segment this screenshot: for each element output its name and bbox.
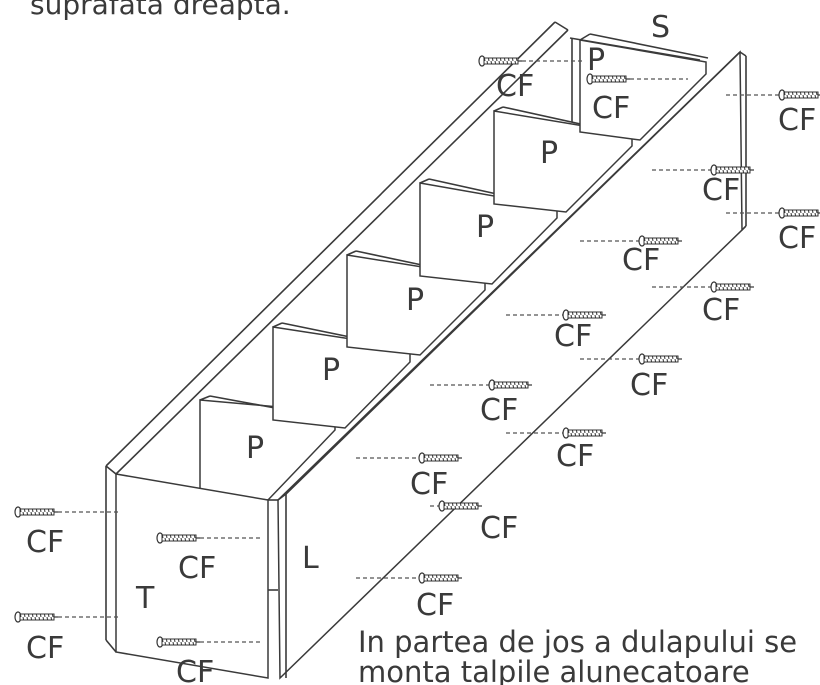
label-CF: CF bbox=[178, 551, 216, 586]
screw-icon bbox=[562, 427, 607, 439]
note-line-1: In partea de jos a dulapului se bbox=[358, 625, 797, 659]
part-labels: S P P P P P P T L bbox=[135, 10, 670, 616]
label-L: L bbox=[302, 541, 319, 576]
screw-icon bbox=[14, 611, 59, 623]
heading-fragment: suprafata dreapta. bbox=[30, 0, 291, 21]
screw-icon bbox=[418, 572, 463, 584]
label-P: P bbox=[406, 283, 424, 318]
screw-icon bbox=[418, 452, 463, 464]
label-CF: CF bbox=[592, 91, 630, 126]
shelves bbox=[199, 33, 709, 501]
label-CF: CF bbox=[702, 173, 740, 208]
label-CF: CF bbox=[630, 368, 668, 403]
screw-icon bbox=[488, 379, 533, 391]
screw-icon bbox=[478, 55, 523, 67]
screw-icon bbox=[710, 281, 755, 293]
label-CF: CF bbox=[176, 655, 214, 685]
screws bbox=[14, 55, 820, 648]
screw-icon bbox=[156, 532, 201, 544]
screw-icon bbox=[438, 500, 483, 512]
label-P: P bbox=[246, 431, 264, 466]
screw-icon bbox=[638, 353, 683, 365]
label-P: P bbox=[587, 43, 605, 78]
front-panel-T bbox=[105, 465, 278, 679]
screw-labels: CF CF CF CF CF CF CF CF CF CF CF CF CF C… bbox=[26, 69, 816, 685]
label-CF: CF bbox=[410, 467, 448, 502]
screw-icon bbox=[778, 89, 820, 101]
note-line-2: monta talpile alunecatoare bbox=[358, 655, 750, 685]
top-shelf-S bbox=[579, 33, 709, 141]
label-P: P bbox=[322, 353, 340, 388]
label-T: T bbox=[135, 581, 155, 616]
label-CF: CF bbox=[778, 103, 816, 138]
label-P: P bbox=[540, 136, 558, 171]
label-P: P bbox=[476, 210, 494, 245]
label-S: S bbox=[651, 10, 670, 45]
label-CF: CF bbox=[702, 293, 740, 328]
screw-icon bbox=[156, 636, 201, 648]
label-CF: CF bbox=[26, 525, 64, 560]
label-CF: CF bbox=[622, 243, 660, 278]
label-CF: CF bbox=[778, 221, 816, 256]
label-CF: CF bbox=[480, 393, 518, 428]
screw-icon bbox=[14, 506, 59, 518]
label-CF: CF bbox=[480, 511, 518, 546]
label-CF: CF bbox=[556, 439, 594, 474]
label-CF: CF bbox=[26, 631, 64, 666]
cabinet-frame bbox=[105, 21, 747, 680]
screw-icon bbox=[778, 207, 820, 219]
label-CF: CF bbox=[496, 69, 534, 104]
label-CF: CF bbox=[416, 588, 454, 623]
label-CF: CF bbox=[554, 319, 592, 354]
